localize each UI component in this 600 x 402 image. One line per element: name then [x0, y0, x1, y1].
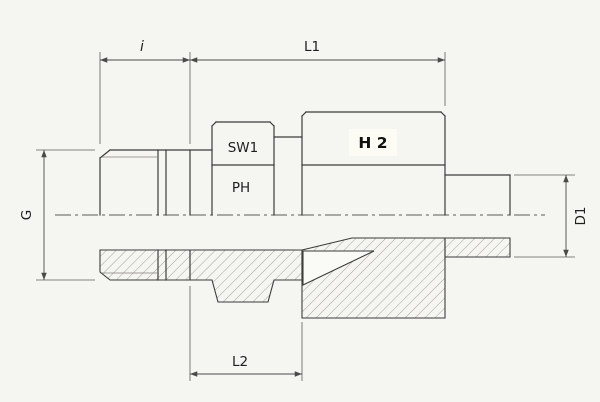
label-h2: H 2	[358, 134, 387, 152]
section-thread-wall	[99, 249, 191, 281]
dim-label-i: i	[140, 39, 144, 55]
dimension-l1: L1	[190, 39, 446, 106]
section-tube-wall	[444, 237, 511, 258]
part-labels: SW1 PH H 2	[228, 129, 397, 196]
dimension-l2: L2	[189, 286, 303, 381]
section-nut-body	[301, 237, 446, 319]
label-ph: PH	[232, 180, 250, 196]
label-sw1: SW1	[228, 140, 259, 156]
dimension-i: i	[99, 39, 191, 144]
dim-label-l2: L2	[232, 354, 248, 370]
thread-crest-lines	[102, 156, 158, 274]
h2-highlight-box	[349, 129, 397, 156]
part-outline	[99, 111, 511, 281]
dimension-g: G	[19, 149, 95, 281]
dim-label-d1: D1	[573, 207, 589, 226]
dim-label-l1: L1	[304, 39, 320, 55]
dim-label-g: G	[19, 210, 35, 220]
section-stud-body	[189, 249, 303, 303]
cross-section-hatching	[99, 237, 511, 319]
section-cone-cavity	[302, 250, 375, 286]
dimension-d1: D1	[514, 174, 589, 258]
